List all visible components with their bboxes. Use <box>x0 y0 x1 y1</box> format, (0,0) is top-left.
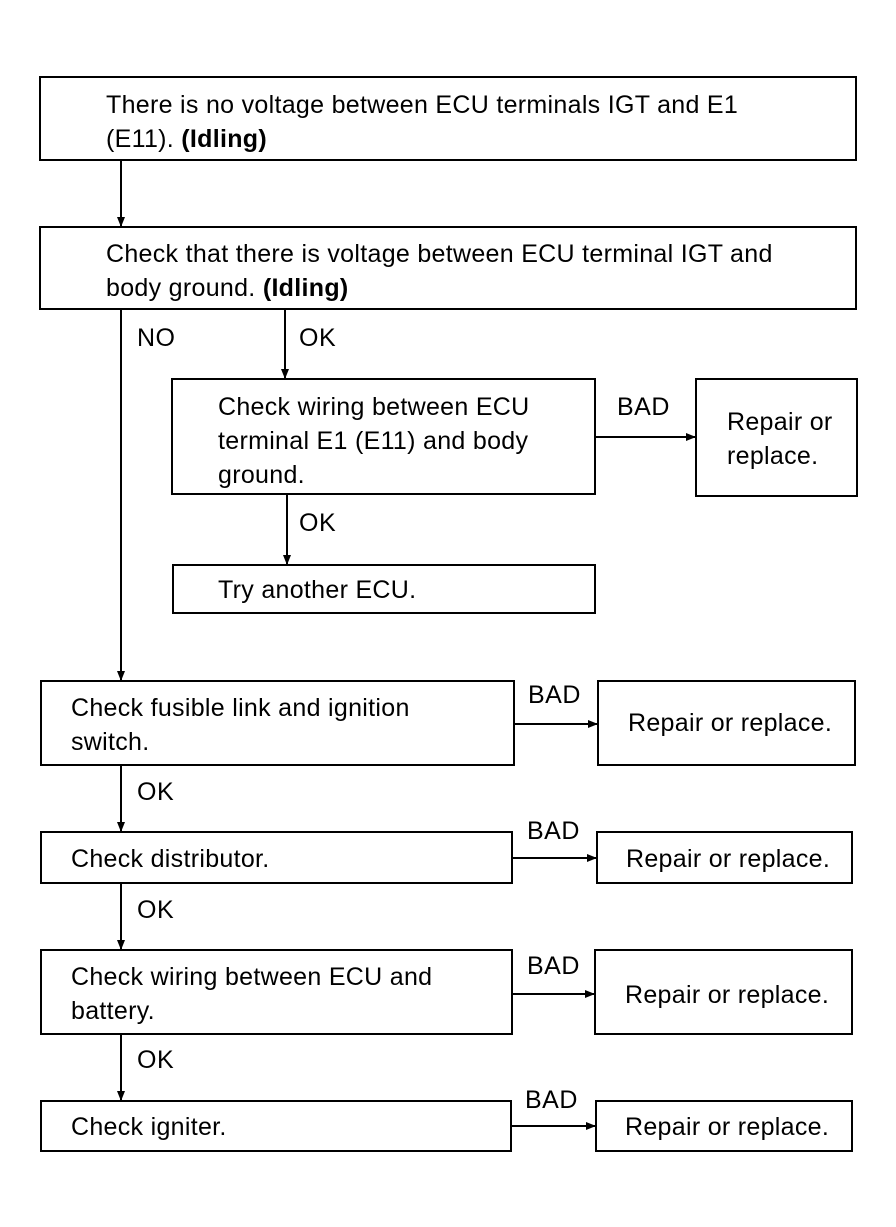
label-bad-3: BAD <box>527 817 580 845</box>
step-fusible-line2: switch. <box>71 728 150 756</box>
label-ok-5: OK <box>137 1046 175 1074</box>
step-distributor-box: Check distributor. <box>40 831 513 884</box>
step-no-voltage-line1: There is no voltage between ECU terminal… <box>106 91 739 119</box>
label-ok-3: OK <box>137 778 175 806</box>
step-battery-line1: Check wiring between ECU and <box>71 963 433 991</box>
step-e1-line3: ground. <box>218 461 305 489</box>
label-bad-4: BAD <box>527 952 580 980</box>
step-igniter-box: Check igniter. <box>40 1100 512 1152</box>
step-no-voltage-line2: (E11). <box>106 125 175 153</box>
label-ok-1: OK <box>299 324 337 352</box>
label-bad-2: BAD <box>528 681 581 709</box>
repair-igniter-text: Repair or replace. <box>625 1113 830 1141</box>
step-check-igt-idling: (Idling) <box>262 274 349 302</box>
step-try-ecu-text: Try another ECU. <box>218 576 417 604</box>
step-e1-line2: terminal E1 (E11) and body <box>218 427 529 455</box>
repair-e1-box: Repair or replace. <box>695 378 858 497</box>
label-bad-5: BAD <box>525 1086 578 1114</box>
repair-distributor-box: Repair or replace. <box>596 831 853 884</box>
repair-igniter-box: Repair or replace. <box>595 1100 853 1152</box>
step-igniter-text: Check igniter. <box>71 1113 227 1141</box>
label-ok-4: OK <box>137 896 175 924</box>
step-fusible-line1: Check fusible link and ignition <box>71 694 410 722</box>
repair-e1-line2: replace. <box>727 442 819 470</box>
repair-fusible-box: Repair or replace. <box>597 680 856 766</box>
repair-fusible-text: Repair or replace. <box>628 709 833 737</box>
repair-battery-text: Repair or replace. <box>625 981 830 1009</box>
step-check-igt-ground-box: Check that there is voltage between ECU … <box>39 226 857 310</box>
step-check-igt-line1: Check that there is voltage between ECU … <box>106 240 773 268</box>
step-battery-line2: battery. <box>71 997 155 1025</box>
step-fusible-link-box: Check fusible link and ignition switch. <box>40 680 515 766</box>
step-e1-line1: Check wiring between ECU <box>218 393 530 421</box>
step-ecu-battery-wiring-box: Check wiring between ECU and battery. <box>40 949 513 1035</box>
step-distributor-text: Check distributor. <box>71 845 270 873</box>
label-no: NO <box>137 324 176 352</box>
step-check-e1-wiring-box: Check wiring between ECU terminal E1 (E1… <box>171 378 596 495</box>
step-check-igt-line2: body ground. <box>106 274 256 302</box>
label-bad-1: BAD <box>617 393 670 421</box>
step-no-voltage-box: There is no voltage between ECU terminal… <box>39 76 857 161</box>
label-ok-2: OK <box>299 509 337 537</box>
repair-battery-box: Repair or replace. <box>594 949 853 1035</box>
step-no-voltage-idling: (Idling) <box>181 125 267 153</box>
repair-distributor-text: Repair or replace. <box>626 845 831 873</box>
step-try-another-ecu-box: Try another ECU. <box>172 564 596 614</box>
repair-e1-line1: Repair or <box>727 408 833 436</box>
